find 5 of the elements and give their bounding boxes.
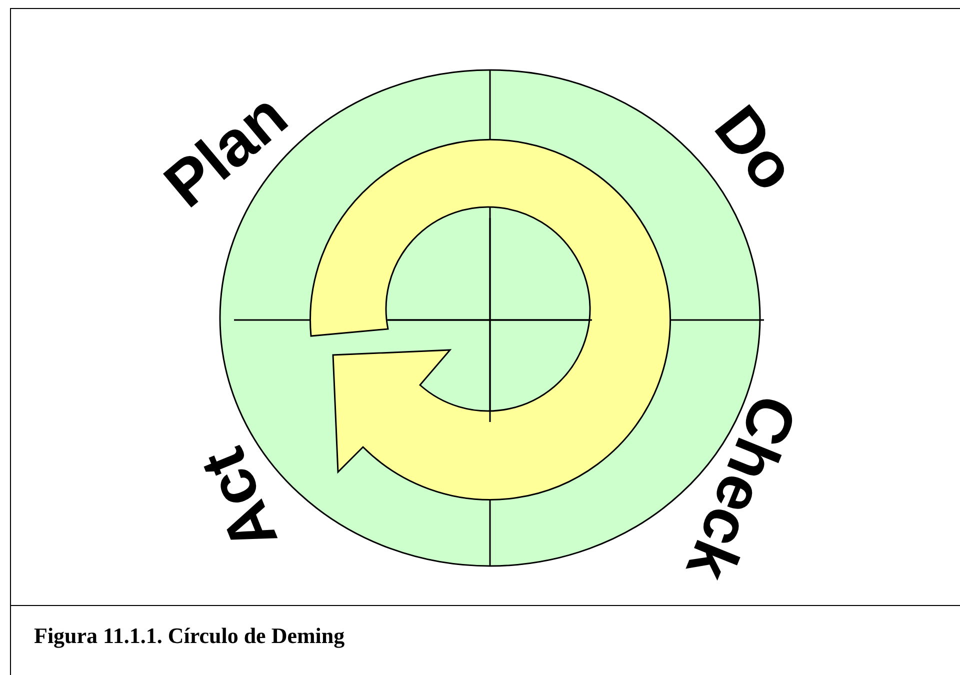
- figure-caption: Figura 11.1.1. Círculo de Deming: [34, 623, 345, 649]
- phase-label: Check: [676, 386, 808, 590]
- phase-label: Act: [189, 440, 288, 560]
- phase-label: Plan: [152, 82, 298, 218]
- phase-label: Do: [704, 94, 807, 202]
